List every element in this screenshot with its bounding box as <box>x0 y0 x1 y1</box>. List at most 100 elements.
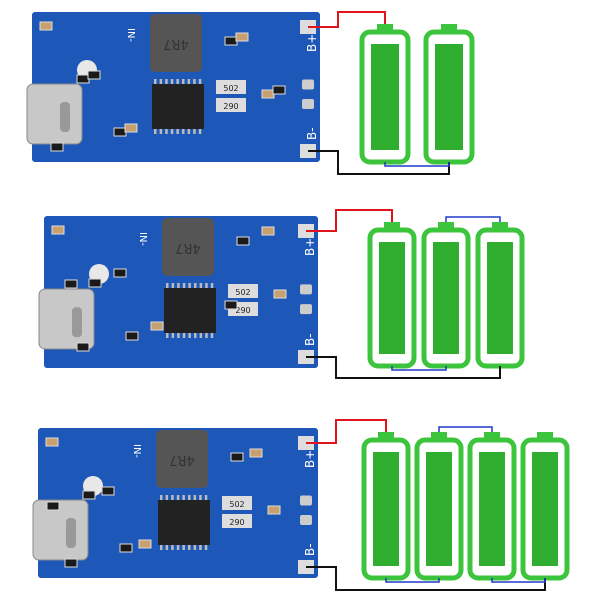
ic-pin <box>193 495 197 500</box>
series-wire <box>391 366 447 371</box>
smd-component <box>267 505 281 515</box>
ic-pin <box>188 495 191 500</box>
smd-component <box>224 300 238 310</box>
smd-component <box>273 289 287 299</box>
resistor-label: 290 <box>229 518 244 527</box>
negative-wire <box>306 566 546 591</box>
ic-pin <box>199 283 203 288</box>
battery-terminal <box>431 432 447 442</box>
ic-pin <box>194 333 197 338</box>
ic-pin <box>188 333 191 338</box>
smd-component <box>50 142 64 152</box>
inductor <box>162 218 214 276</box>
ic-pin <box>210 283 214 288</box>
series-wire <box>384 162 450 167</box>
smd-component <box>150 321 164 331</box>
resistor-label: 502 <box>223 84 238 93</box>
smd-component <box>125 331 139 341</box>
solder-pad <box>300 304 312 315</box>
ic-pin <box>182 129 185 134</box>
ic-pin <box>182 333 186 338</box>
smd-component <box>113 268 127 278</box>
solder-pad <box>300 495 312 506</box>
resistor <box>216 80 246 94</box>
ic-pin <box>182 79 185 84</box>
battery-charge-fill <box>371 44 399 150</box>
battery-charge-fill <box>487 242 513 354</box>
in-minus-label: IN- <box>125 28 136 42</box>
solder-pad <box>302 79 314 90</box>
ic-pin <box>171 333 175 338</box>
battery-terminal <box>384 222 400 232</box>
resistor <box>216 98 246 112</box>
usb-c-connector <box>26 83 83 145</box>
ic-pin <box>204 545 208 550</box>
ic-pin <box>170 129 174 134</box>
smd-component <box>235 32 249 42</box>
ic-pin <box>177 283 180 288</box>
battery-charge-fill <box>433 242 459 354</box>
battery-terminal <box>537 432 553 442</box>
battery-charge-fill <box>426 452 452 566</box>
battery-charge-fill <box>373 452 399 566</box>
resistor <box>228 284 258 298</box>
ic-pin <box>177 333 180 338</box>
smd-component <box>236 236 250 246</box>
b-minus-label: B- <box>303 333 317 346</box>
ic-pin <box>160 545 163 550</box>
ic-pin <box>188 545 191 550</box>
smd-component <box>51 225 65 235</box>
smd-component <box>224 36 238 46</box>
ic-pin <box>204 495 208 500</box>
b-plus-label: B+ <box>303 238 317 256</box>
inductor-label: 4R7 <box>163 36 189 51</box>
smd-component <box>88 278 102 288</box>
resistor-label: 290 <box>223 102 238 111</box>
ic-pin <box>171 283 175 288</box>
ic-pin <box>182 283 186 288</box>
ic-pin <box>171 495 174 500</box>
controller-ic <box>152 84 204 129</box>
controller-ic <box>164 288 216 333</box>
controller-ic <box>158 500 210 545</box>
resistor-label: 290 <box>235 306 250 315</box>
positive-wire <box>306 209 393 232</box>
series-wire <box>438 426 493 432</box>
ic-pin <box>170 79 174 84</box>
battery-terminal <box>377 24 393 34</box>
battery-terminal <box>492 222 508 232</box>
smd-component <box>119 543 133 553</box>
smd-component <box>64 279 78 289</box>
ic-pin <box>199 333 203 338</box>
ic-pin <box>182 495 185 500</box>
battery-terminal <box>441 24 457 34</box>
ic-pin <box>160 495 163 500</box>
ic-pin <box>166 283 169 288</box>
battery-charge-fill <box>532 452 558 566</box>
smd-component <box>113 127 127 137</box>
ic-pin <box>176 545 180 550</box>
smd-component <box>76 342 90 352</box>
battery-charge-fill <box>435 44 463 150</box>
ic-pin <box>165 129 168 134</box>
in-minus-label: IN- <box>131 444 142 458</box>
ic-pin <box>205 283 208 288</box>
ic-pin <box>205 333 208 338</box>
positive-wire <box>306 419 387 444</box>
negative-wire <box>306 356 501 379</box>
series-wire <box>445 216 501 222</box>
usb-c-connector <box>38 288 95 350</box>
usb-c-port <box>60 102 70 132</box>
b-plus-label: B+ <box>303 450 317 468</box>
smd-component <box>272 85 286 95</box>
usb-c-connector <box>32 499 89 561</box>
solder-pad <box>302 99 314 109</box>
ic-pin <box>166 333 169 338</box>
resistor <box>222 514 252 528</box>
battery-charge-fill <box>379 242 405 354</box>
resistor-label: 502 <box>235 288 250 297</box>
ic-pin <box>188 283 191 288</box>
